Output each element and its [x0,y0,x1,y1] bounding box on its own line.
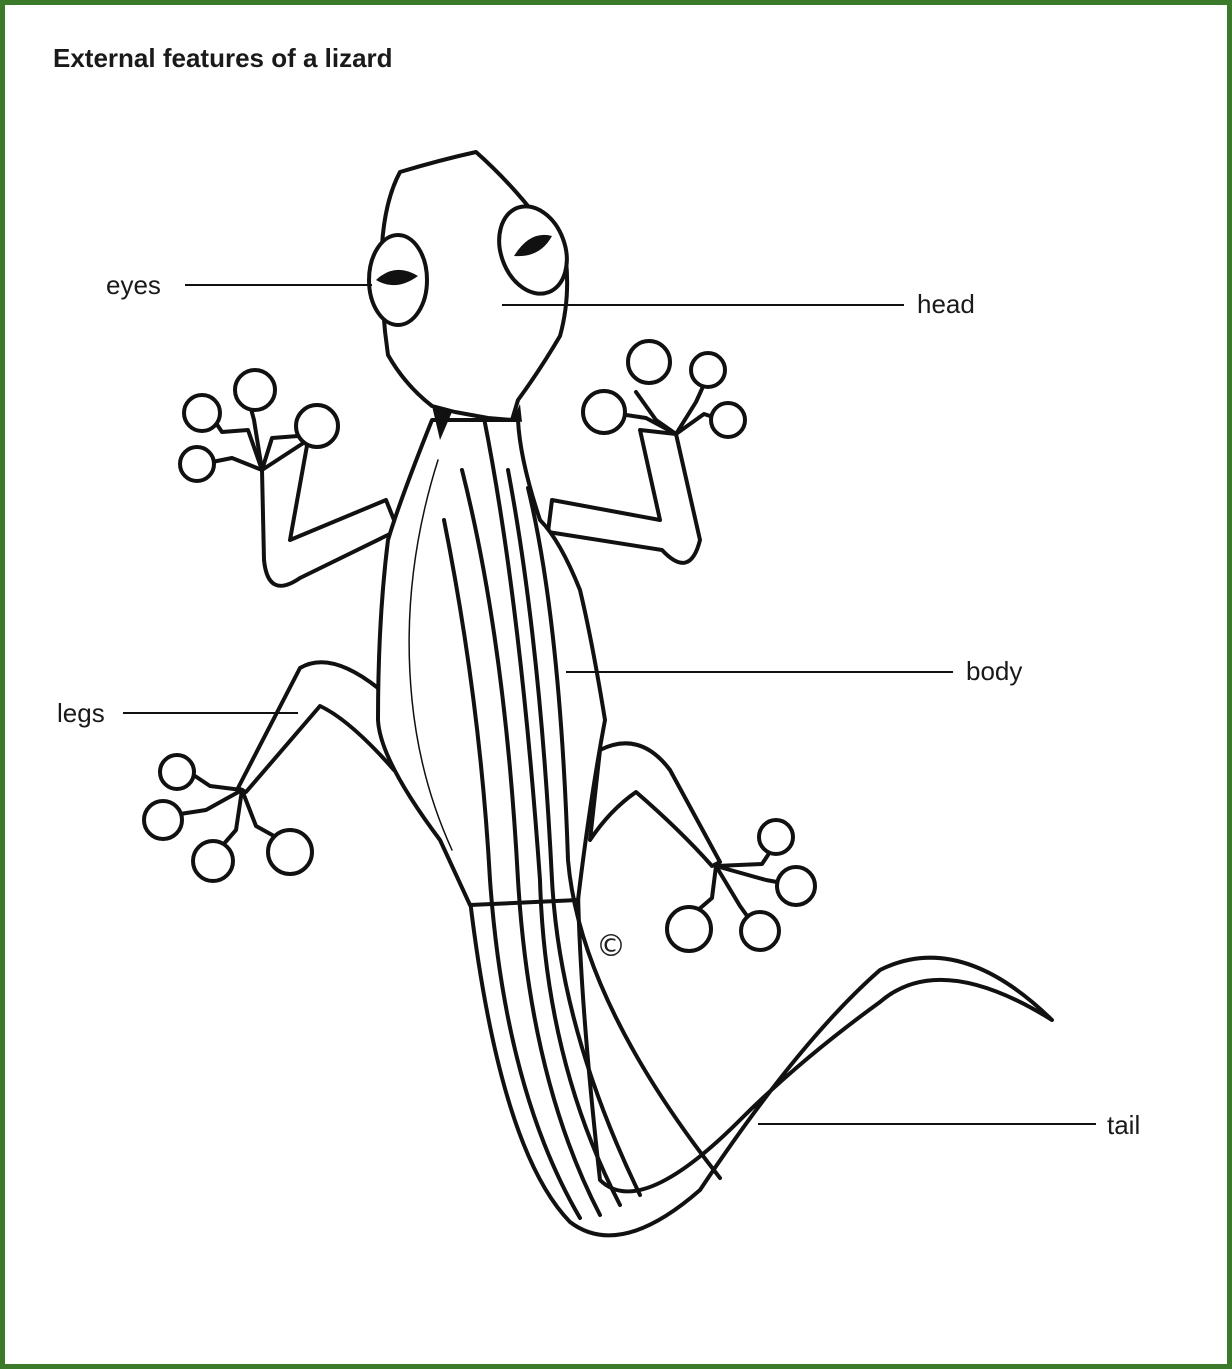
label-legs: legs [57,698,105,728]
copyright-symbol: © [596,929,626,964]
front-right-leg [548,341,745,563]
front-left-leg [180,370,398,586]
label-head: head [917,289,975,319]
eye-left [369,235,427,325]
body-shape [378,420,605,905]
back-right-leg [590,743,815,951]
label-tail: tail [1107,1110,1140,1140]
label-body: body [966,656,1022,686]
back-left-leg [144,662,394,881]
label-eyes: eyes [106,270,161,300]
